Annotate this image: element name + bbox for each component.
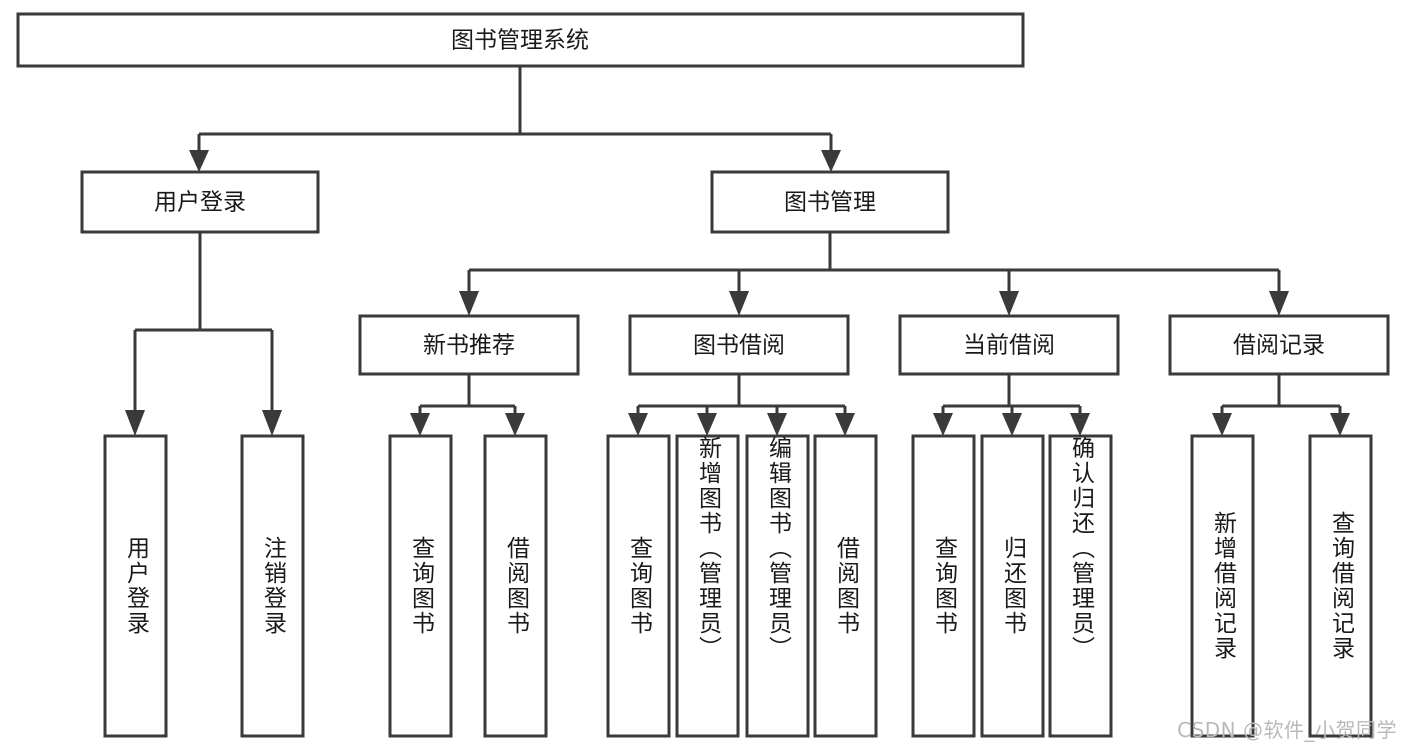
node-borrow-record[interactable]: 借阅记录 — [1168, 314, 1390, 376]
arrow-head-icon — [1269, 291, 1289, 316]
arrow-head-icon — [505, 413, 525, 436]
node-root[interactable]: 图书管理系统 — [16, 12, 1025, 68]
leaf-box-current-borrow-0[interactable] — [911, 434, 976, 738]
connector-current-borrow-to-leaves — [933, 374, 1090, 436]
connector-book-management-to-level3 — [459, 232, 1289, 316]
node-user-login[interactable]: 用户登录 — [80, 170, 320, 234]
arrow-head-icon — [628, 413, 648, 436]
borrow-record-box-label: 借阅记录 — [1233, 333, 1325, 359]
arrow-head-icon — [933, 413, 953, 436]
arrow-head-icon — [189, 150, 209, 172]
connector-borrow-record-to-leaves — [1212, 374, 1350, 436]
arrow-head-icon — [1330, 413, 1350, 436]
arrow-head-icon — [1002, 413, 1022, 436]
leaf-box-borrow-record-1[interactable] — [1308, 434, 1373, 738]
arrow-head-icon — [125, 410, 145, 436]
leaf-box-book-borrow-3[interactable] — [813, 434, 878, 738]
arrow-head-icon — [767, 413, 787, 436]
leaf-box-book-borrow-1[interactable] — [675, 434, 740, 738]
connector-new-book-recommend-to-leaves — [410, 374, 525, 436]
leaf-box-current-borrow-1[interactable] — [980, 434, 1045, 738]
new-book-recommend-box-rect — [358, 314, 580, 376]
arrow-head-icon — [835, 413, 855, 436]
arrow-head-icon — [1212, 413, 1232, 436]
leaf-box-new-book-0[interactable] — [388, 434, 453, 738]
user-login-box-rect — [80, 170, 320, 234]
root-box-label: 图书管理系统 — [451, 28, 589, 54]
leaf-box-user-login-1[interactable] — [240, 434, 305, 738]
arrow-head-icon — [1070, 413, 1090, 436]
leaf-box-book-borrow-0[interactable] — [606, 434, 671, 738]
node-current-borrow[interactable]: 当前借阅 — [898, 314, 1120, 376]
connector-user-login-to-leaves — [125, 232, 282, 436]
current-borrow-box-rect — [898, 314, 1120, 376]
arrow-head-icon — [262, 410, 282, 436]
node-book-borrow[interactable]: 图书借阅 — [628, 314, 850, 376]
book-borrow-box-label: 图书借阅 — [693, 333, 785, 359]
arrow-head-icon — [697, 413, 717, 436]
leaf-box-new-book-1[interactable] — [483, 434, 548, 738]
root-box-rect — [16, 12, 1025, 68]
arrow-head-icon — [821, 150, 841, 172]
connector-root-to-level2 — [189, 66, 841, 172]
arrow-head-icon — [459, 291, 479, 316]
current-borrow-box-label: 当前借阅 — [963, 333, 1055, 359]
arrow-head-icon — [410, 413, 430, 436]
arrow-head-icon — [729, 291, 749, 316]
leaf-box-user-login-0[interactable] — [103, 434, 168, 738]
leaf-box-book-borrow-2[interactable] — [745, 434, 810, 738]
connector-book-borrow-to-leaves — [628, 374, 855, 436]
leaf-box-current-borrow-2[interactable] — [1048, 434, 1113, 738]
new-book-recommend-box-label: 新书推荐 — [423, 333, 515, 359]
arrow-head-icon — [999, 291, 1019, 316]
watermark-text: CSDN @软件_小贺同学 — [1177, 718, 1397, 742]
node-new-book-recommend[interactable]: 新书推荐 — [358, 314, 580, 376]
book-management-box-label: 图书管理 — [784, 190, 876, 216]
node-book-management[interactable]: 图书管理 — [710, 170, 950, 234]
user-login-box-label: 用户登录 — [154, 190, 246, 216]
leaf-box-borrow-record-0[interactable] — [1190, 434, 1255, 738]
